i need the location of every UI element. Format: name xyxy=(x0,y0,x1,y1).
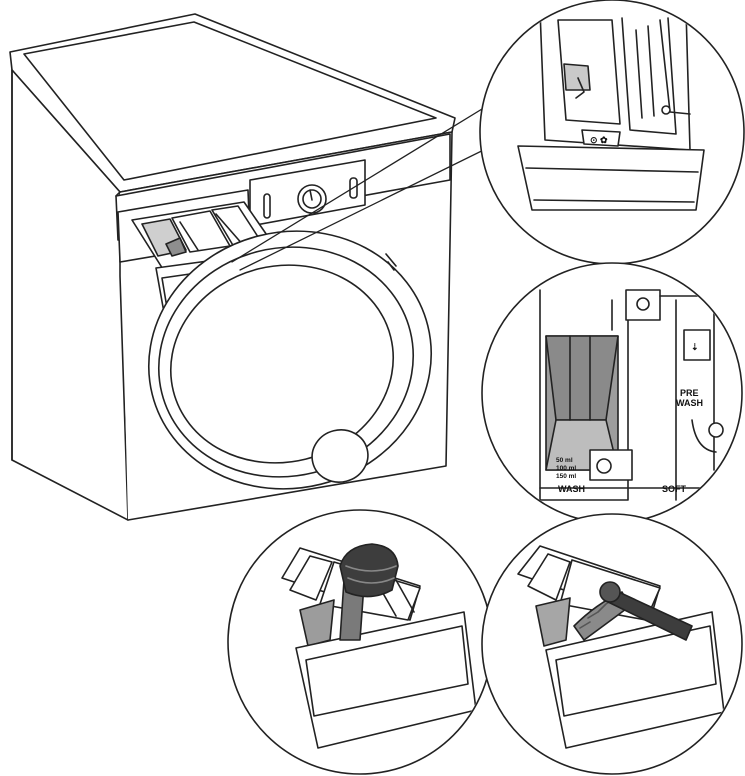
svg-text:100 ml: 100 ml xyxy=(556,465,576,472)
prewash-label-line1: PRE xyxy=(680,388,699,398)
detail-drawer-overview: ⊙ ✿ xyxy=(479,0,745,265)
detail-compartment-labels: 50 ml 100 ml 150 ml WASH SOFT PRE WASH ⇣ xyxy=(481,262,743,524)
detail-brush-cleaning xyxy=(481,513,743,775)
softener-label: SOFT xyxy=(662,484,687,494)
fill-level-marks: 50 ml 100 ml 150 ml xyxy=(556,457,576,480)
brush-icon xyxy=(573,581,693,641)
door-icon xyxy=(147,230,433,490)
siphon-icon xyxy=(339,543,399,641)
prewash-label-line2: WASH xyxy=(676,398,703,408)
arrow-down-icon: ⇣ xyxy=(691,342,699,352)
svg-text:150 ml: 150 ml xyxy=(556,473,576,480)
compartment-icons: ⊙ ✿ xyxy=(590,135,608,145)
wash-label: WASH xyxy=(558,484,585,494)
control-knob-icon xyxy=(297,184,327,214)
washing-machine-icon xyxy=(9,13,513,521)
detail-remove-siphon xyxy=(227,509,493,775)
svg-text:50 ml: 50 ml xyxy=(556,457,573,464)
